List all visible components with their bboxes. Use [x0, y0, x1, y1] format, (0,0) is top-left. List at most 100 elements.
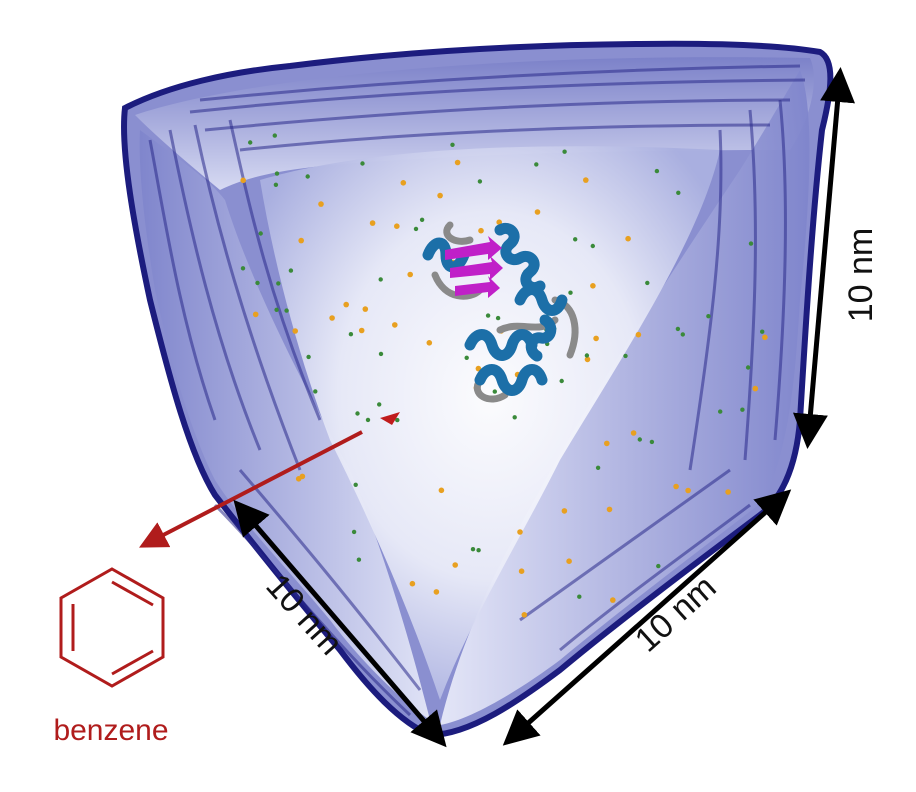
ion-green [377, 402, 382, 407]
ion-green [395, 417, 400, 423]
ion-green [284, 308, 289, 313]
benzene-label: benzene [53, 714, 168, 747]
ion-orange [584, 356, 591, 363]
ion-orange [752, 385, 759, 392]
ion-orange [604, 440, 610, 447]
ion-green [274, 171, 280, 176]
ion-green [464, 355, 469, 360]
ion-green [351, 529, 357, 535]
ion-orange [566, 558, 572, 564]
ion-orange [561, 508, 568, 514]
ion-green [313, 389, 318, 394]
ion-orange [478, 227, 484, 234]
ion-green [637, 437, 642, 442]
ion-green [680, 332, 685, 337]
ion-green [378, 277, 383, 282]
ion-green [413, 226, 419, 232]
ion-orange [433, 589, 440, 595]
ion-green [534, 162, 539, 167]
ion-green [240, 266, 246, 271]
ion-orange [252, 311, 259, 318]
ion-green [740, 407, 745, 412]
ion-orange [407, 271, 414, 278]
ion-green [258, 231, 263, 236]
ion-green [450, 142, 455, 147]
ion-orange [673, 483, 679, 490]
ion-green [288, 268, 294, 273]
ion-orange [685, 487, 691, 494]
ion-green [360, 161, 365, 166]
ion-orange [454, 159, 461, 166]
ion-orange [240, 177, 246, 184]
ion-orange [518, 568, 525, 574]
ion-orange [590, 283, 596, 289]
ion-green [348, 332, 354, 337]
ion-green [477, 179, 483, 184]
ion-orange [426, 340, 433, 346]
dim-arrow-bottom-right [502, 489, 792, 746]
ion-green [760, 329, 765, 334]
ion-green [623, 353, 628, 359]
ion-green [276, 281, 281, 286]
ion-orange [437, 192, 443, 199]
ion-orange [630, 430, 637, 436]
ion-orange [635, 331, 642, 338]
ion-orange [496, 219, 503, 225]
ion-green [718, 409, 723, 414]
ion-green [495, 315, 501, 321]
ion-orange [298, 237, 305, 244]
ion-green [356, 557, 362, 562]
ion-green [492, 389, 497, 394]
ion-orange [409, 580, 416, 587]
ion-orange [593, 335, 599, 342]
ion-orange [358, 327, 365, 334]
ion-green [306, 354, 311, 360]
ion-green [353, 482, 358, 487]
ion-orange [292, 328, 299, 334]
dim-arrow-bottom-left [233, 499, 447, 748]
ion-green [512, 415, 517, 420]
ion-green [577, 594, 582, 599]
ion-orange [362, 306, 369, 312]
ion-green [649, 439, 655, 445]
ion-green [568, 290, 573, 295]
ion-green [654, 168, 660, 174]
ion-orange [725, 489, 731, 495]
benzene-ring-icon [59, 567, 165, 688]
ion-green [573, 237, 578, 242]
ions [240, 133, 768, 618]
ion-orange [583, 177, 589, 183]
ion-orange [452, 562, 459, 568]
ion-orange [392, 322, 398, 328]
box-front-face [260, 146, 720, 700]
ion-orange [534, 209, 541, 215]
benzene-marker [380, 412, 400, 425]
ion-green [274, 307, 279, 312]
ion-green [305, 174, 310, 179]
ion-orange [343, 301, 350, 308]
ion-orange [762, 334, 768, 341]
benzene-pointer-arrow [139, 430, 363, 548]
ion-orange [606, 506, 613, 513]
ion-green [562, 149, 567, 154]
ion-orange [299, 473, 306, 480]
ion-green [584, 353, 590, 358]
ion-green [273, 182, 279, 187]
ion-green [706, 314, 711, 319]
dimension-arrows [233, 67, 856, 748]
ion-green [419, 217, 425, 222]
ion-orange [438, 487, 445, 494]
protein-sheets [445, 236, 503, 298]
dim-label-right: 10 nm [842, 228, 880, 323]
ion-orange [329, 315, 335, 321]
ion-orange [625, 235, 631, 242]
ion-green [355, 411, 360, 416]
ion-green [645, 280, 650, 286]
ion-green [476, 548, 481, 553]
ion-green [485, 313, 491, 318]
ion-green [255, 280, 260, 286]
ion-green [590, 243, 595, 249]
ion-green [676, 190, 681, 195]
ion-orange [318, 201, 324, 207]
